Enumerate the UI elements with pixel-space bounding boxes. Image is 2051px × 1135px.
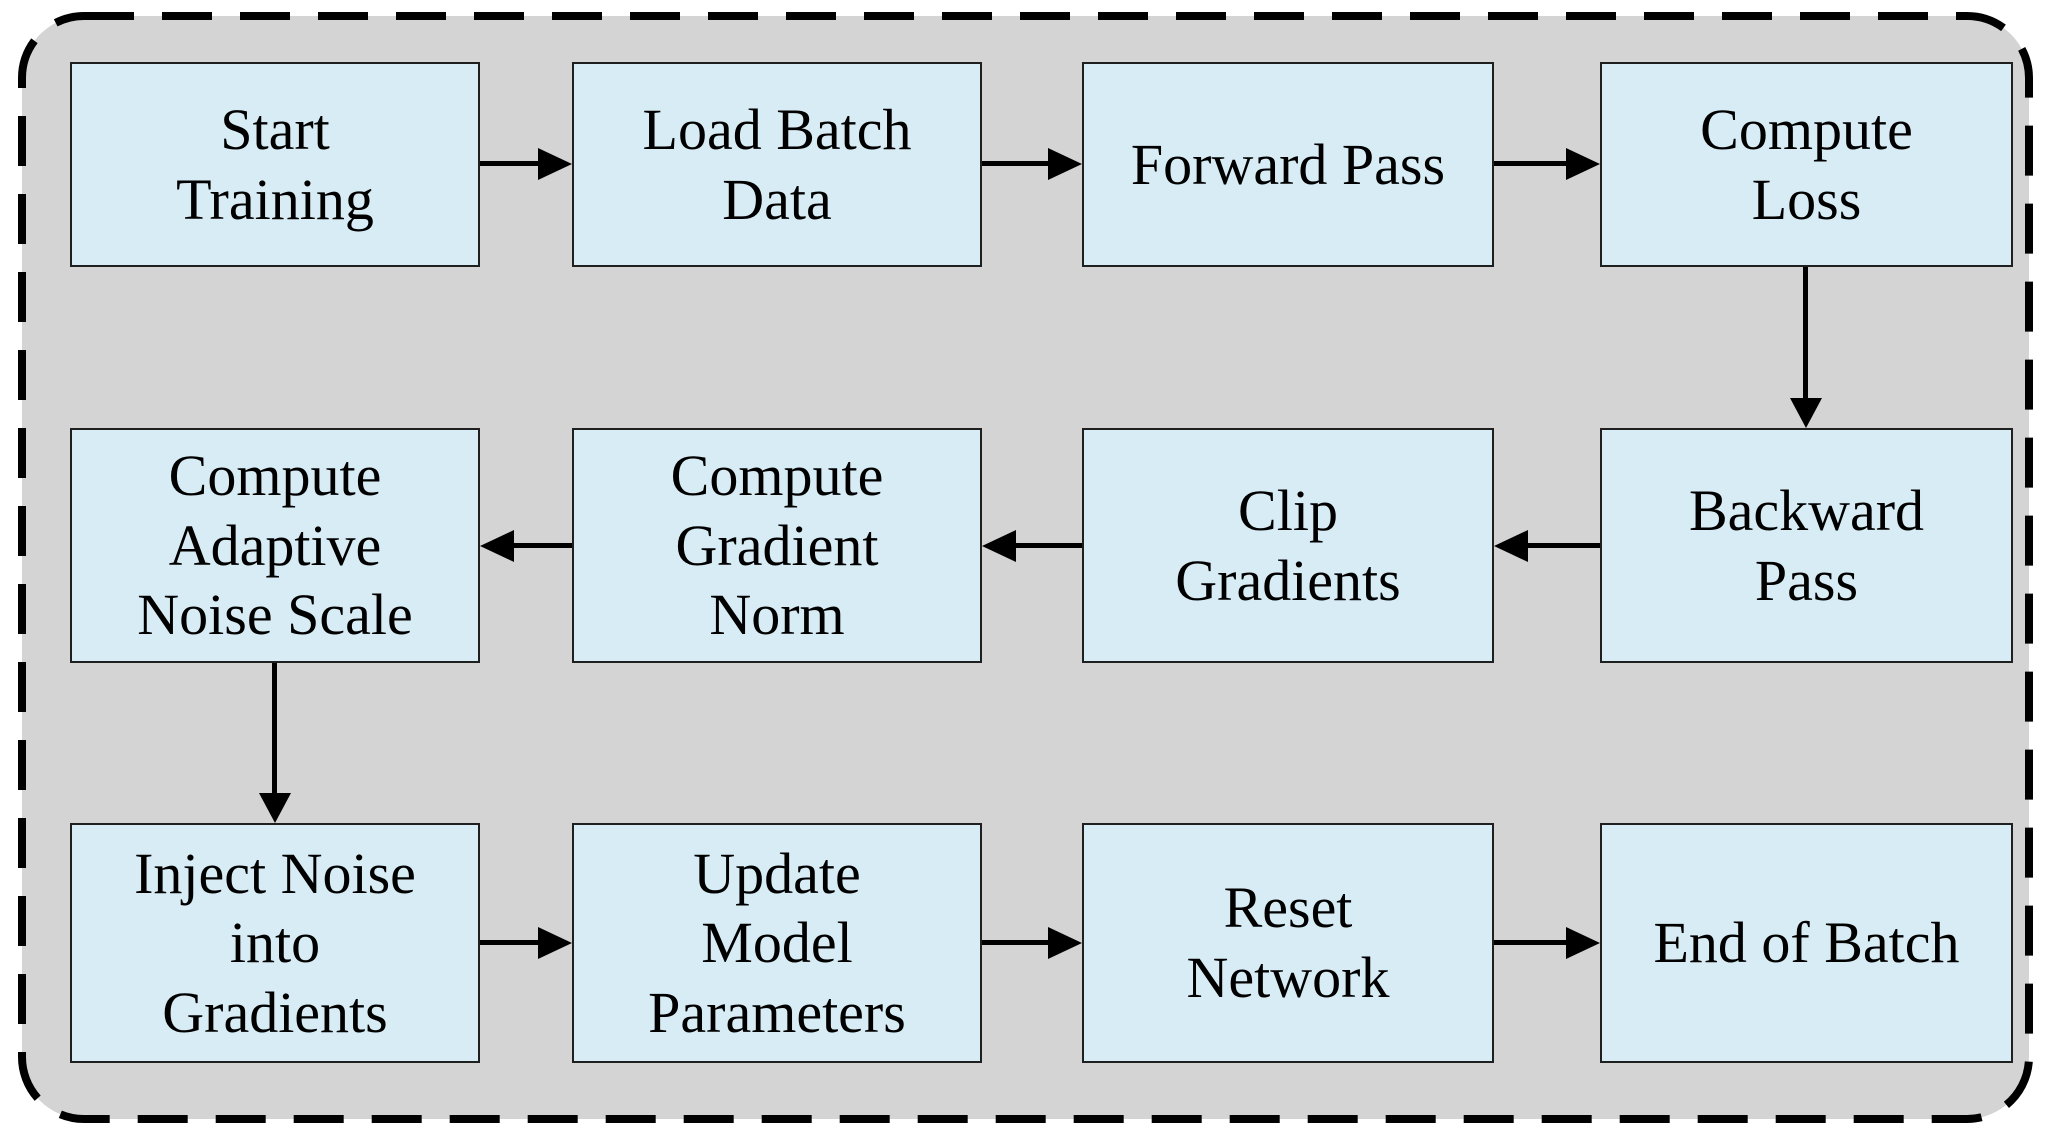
node-start-training: Start Training	[70, 62, 480, 267]
arrow-compute-gradient-norm-to-adaptive-noise-scale	[514, 543, 572, 548]
node-label: Clip Gradients	[1175, 477, 1401, 613]
dashed-border	[18, 12, 2033, 1123]
arrow-forward-pass-to-compute-loss	[1494, 161, 1566, 166]
node-label: End of Batch	[1653, 910, 1960, 976]
node-backward-pass: Backward Pass	[1600, 428, 2013, 663]
arrow-inject-noise-to-update-model-parameters	[480, 940, 538, 945]
node-inject-noise-into-gradients: Inject Noise into Gradients	[70, 823, 480, 1063]
arrow-backward-pass-to-clip-gradients	[1528, 543, 1600, 548]
node-load-batch-data: Load Batch Data	[572, 62, 982, 267]
node-label: Compute Loss	[1700, 96, 1913, 232]
node-compute-loss: Compute Loss	[1600, 62, 2013, 267]
arrow-clip-gradients-to-compute-gradient-norm	[1016, 543, 1082, 548]
node-reset-network: Reset Network	[1082, 823, 1494, 1063]
arrow-reset-network-to-end-of-batch	[1494, 940, 1566, 945]
arrow-load-batch-data-to-forward-pass	[982, 161, 1048, 166]
arrow-start-training-to-load-batch-data	[480, 161, 538, 166]
node-compute-gradient-norm: Compute Gradient Norm	[572, 428, 982, 663]
node-label: Reset Network	[1186, 875, 1390, 1010]
node-label: Compute Adaptive Noise Scale	[137, 443, 413, 648]
node-label: Forward Pass	[1130, 131, 1446, 197]
node-label: Inject Noise into Gradients	[134, 840, 416, 1045]
node-label: Compute Gradient Norm	[670, 443, 884, 648]
arrow-compute-loss-to-backward-pass	[1803, 267, 1808, 398]
node-label: Start Training	[176, 96, 374, 232]
node-update-model-parameters: Update Model Parameters	[572, 823, 982, 1063]
arrow-adaptive-noise-scale-to-inject-noise	[272, 663, 277, 793]
node-label: Load Batch Data	[642, 96, 912, 232]
node-forward-pass: Forward Pass	[1082, 62, 1494, 267]
node-end-of-batch: End of Batch	[1600, 823, 2013, 1063]
node-compute-adaptive-noise-scale: Compute Adaptive Noise Scale	[70, 428, 480, 663]
node-clip-gradients: Clip Gradients	[1082, 428, 1494, 663]
node-label: Backward Pass	[1688, 477, 1925, 613]
node-label: Update Model Parameters	[648, 840, 906, 1045]
arrow-update-model-parameters-to-reset-network	[982, 940, 1048, 945]
